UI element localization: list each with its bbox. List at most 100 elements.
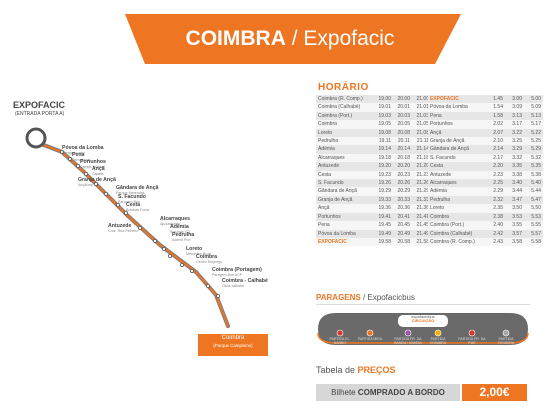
timetable-stop: Portunhos [316, 212, 374, 222]
route-stop-name: Antuzede [108, 223, 132, 229]
timetable-time: 19.26 [374, 179, 393, 188]
timetable-time: 5.25 [524, 137, 543, 146]
timetable-time: 19.20 [374, 162, 393, 171]
timetable-stop: Ançã [428, 128, 486, 138]
paragens-stop-dot [434, 329, 442, 337]
title-separator: / [285, 27, 304, 50]
paragens-center-sub: CIRCUIÇÃO [411, 318, 435, 323]
paragens-stop-dots [336, 329, 510, 337]
paragens-stop-dot [336, 329, 344, 337]
paragens-divider [316, 304, 530, 305]
timetable-time: 2.42 [486, 229, 505, 238]
precos-title-prefix: Tabela de [316, 365, 358, 375]
paragens-center-name: expofacicbus [411, 314, 435, 319]
timetable-time: 19.58 [374, 237, 393, 247]
timetable-stop: Loreto [428, 204, 486, 213]
timetable-time: 19.11 [374, 137, 393, 146]
timetable-time: 3.38 [505, 170, 524, 180]
timetable-time: 19.00 [374, 95, 393, 104]
timetable-time: 5.38 [524, 170, 543, 180]
timetable-stop: Adémia [316, 145, 374, 154]
timetable-time: 21.08 [412, 128, 431, 138]
timetable-time: 21.29 [412, 187, 431, 196]
timetable-time: 3.57 [505, 229, 524, 238]
route-stop-dot [94, 182, 99, 187]
timetable-time: 5.44 [524, 187, 543, 196]
timetable-stop: Coimbra [428, 212, 486, 222]
title-city: COIMBRA [185, 27, 286, 50]
route-stop-name: Coimbra [196, 254, 218, 260]
destination-name: Coimbra [221, 335, 245, 341]
timetable-stop: Gândara de Ançã [428, 145, 486, 154]
route-stop-sub: Centro Emprego [196, 260, 223, 264]
timetable-time: 2.38 [486, 212, 505, 222]
timetable-stop: Pedrulha [428, 195, 486, 205]
timetable-time: 2.02 [486, 120, 505, 129]
timetable-stop: Granja de Ançã [316, 195, 374, 205]
route-destination: Coimbra (Parque Campismo) [198, 334, 268, 356]
timetable-time: 21.33 [412, 195, 431, 205]
route-stop-name: Cesta [126, 202, 141, 208]
timetable-time: 3.22 [505, 128, 524, 138]
paragens-title-main: PARAGENS [316, 293, 361, 302]
precos-title-bold: PREÇOS [357, 365, 396, 375]
route-stop-dot [104, 192, 109, 197]
route-stop-name: Pena [72, 152, 85, 158]
paragens-stop-dot [404, 329, 412, 337]
route-stop-name: Adémia [170, 224, 189, 230]
timetable-time: 3.58 [505, 237, 524, 247]
timetable-time: 2.20 [486, 162, 505, 171]
timetable-stop: Coimbra (R. Comp.) [428, 237, 486, 247]
timetable-time: 5.32 [524, 153, 543, 163]
route-stop-dot [179, 262, 184, 267]
timetable-time: 19.29 [374, 187, 393, 196]
route-map [25, 127, 230, 328]
timetable-time: 3.17 [505, 120, 524, 129]
paragens-center-label: expofacicbus CIRCUIÇÃO [398, 315, 448, 323]
paragens-center-badge [398, 315, 448, 327]
timetable-time: 19.05 [374, 120, 393, 129]
title-banner: COIMBRA / Expofacic [125, 14, 461, 64]
timetable-time: 19.33 [374, 195, 393, 205]
ticket-label-bold: COMPRADO A BORDO [357, 388, 445, 397]
route-stop-dot [189, 268, 194, 273]
route-stop-name: Pedrulha [172, 232, 195, 238]
timetable-stop: Loreto [316, 128, 374, 138]
timetable-time: 5.09 [524, 103, 543, 112]
timetable-time: 5.22 [524, 128, 543, 138]
timetable-time: 3.09 [505, 103, 524, 112]
timetable-stop: Coimbra (Port.) [428, 221, 486, 230]
route-stop-dot [215, 293, 220, 298]
timetable-stop: Alcarraques [428, 179, 486, 188]
timetable-time: 2.07 [486, 128, 505, 138]
timetable-time: 1.58 [486, 111, 505, 121]
route-stop-dot [76, 164, 81, 169]
timetable-time: 21.36 [412, 204, 431, 213]
timetable-time: 20.45 [393, 221, 412, 230]
timetable-time: 3.47 [505, 195, 524, 205]
timetable-time: 20.08 [393, 128, 412, 138]
timetable-time: 5.29 [524, 145, 543, 154]
timetable-time: 3.35 [505, 162, 524, 171]
